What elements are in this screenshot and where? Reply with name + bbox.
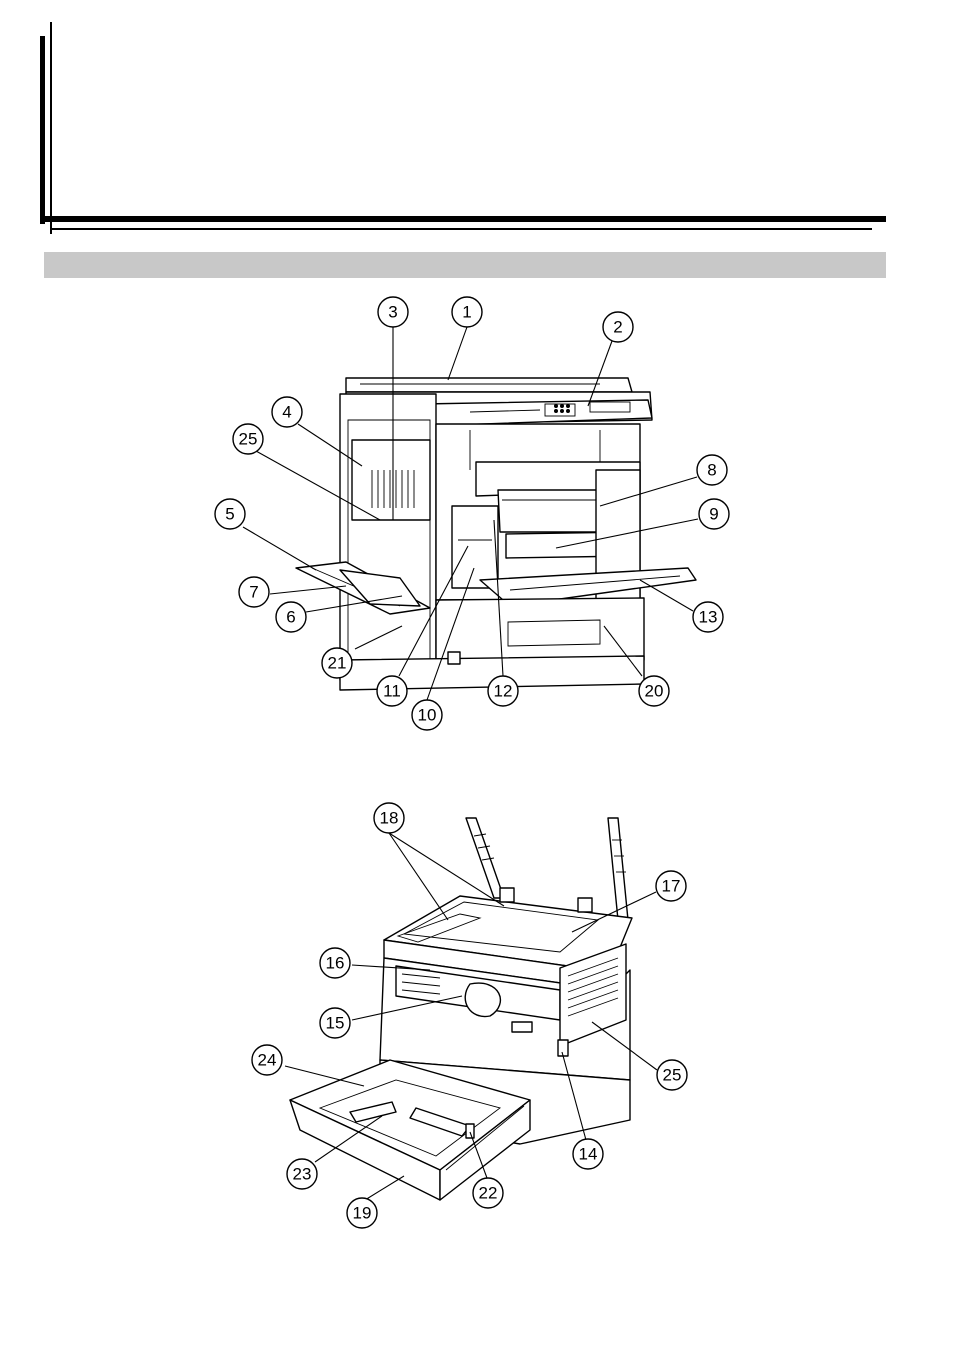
copier-open-view-drawing <box>289 817 633 1201</box>
callout-20: 20 <box>638 675 670 707</box>
callout-23: 23 <box>286 1158 318 1190</box>
callout-4: 4 <box>271 396 303 428</box>
svg-text:21: 21 <box>328 654 347 673</box>
frame-horizontal-thick-rule <box>40 216 886 222</box>
frame-horizontal-thin-rule <box>50 228 872 230</box>
callout-19: 19 <box>346 1197 378 1229</box>
svg-text:4: 4 <box>282 403 291 422</box>
svg-text:25: 25 <box>239 430 258 449</box>
callout-9: 9 <box>698 498 730 530</box>
copier-front-view-drawing <box>295 377 697 691</box>
callout-24: 24 <box>251 1044 283 1076</box>
svg-text:3: 3 <box>388 303 397 322</box>
callout-25: 25 <box>232 423 264 455</box>
callout-11: 11 <box>376 675 408 707</box>
callout-5: 5 <box>214 498 246 530</box>
svg-text:17: 17 <box>662 877 681 896</box>
svg-text:14: 14 <box>579 1145 598 1164</box>
svg-text:15: 15 <box>326 1014 345 1033</box>
callout-18: 18 <box>373 802 405 834</box>
svg-text:22: 22 <box>479 1184 498 1203</box>
callout-14: 14 <box>572 1138 604 1170</box>
callout-1: 1 <box>451 296 483 328</box>
callout-17: 17 <box>655 870 687 902</box>
svg-text:1: 1 <box>462 303 471 322</box>
leader-lines <box>242 326 699 1201</box>
svg-text:13: 13 <box>699 608 718 627</box>
svg-text:11: 11 <box>383 682 401 701</box>
callout-21: 21 <box>321 647 353 679</box>
callout-16: 16 <box>319 947 351 979</box>
svg-text:9: 9 <box>709 505 718 524</box>
svg-text:20: 20 <box>645 682 664 701</box>
svg-text:16: 16 <box>326 954 345 973</box>
svg-text:2: 2 <box>613 318 622 337</box>
callout-13: 13 <box>692 601 724 633</box>
svg-text:6: 6 <box>286 608 295 627</box>
svg-text:19: 19 <box>353 1204 372 1223</box>
callout-25b: 25 <box>656 1059 688 1091</box>
callout-7: 7 <box>238 576 270 608</box>
callout-15: 15 <box>319 1007 351 1039</box>
svg-text:7: 7 <box>249 583 258 602</box>
frame-vertical-thick-rule <box>40 36 45 224</box>
svg-text:23: 23 <box>293 1165 312 1184</box>
callout-2: 2 <box>602 311 634 343</box>
svg-text:18: 18 <box>380 809 399 828</box>
frame-vertical-thin-rule <box>50 22 52 234</box>
svg-text:12: 12 <box>494 682 513 701</box>
callout-12: 12 <box>487 675 519 707</box>
callout-8: 8 <box>696 454 728 486</box>
svg-text:8: 8 <box>707 461 716 480</box>
callout-6: 6 <box>275 601 307 633</box>
svg-text:5: 5 <box>225 505 234 524</box>
callout-22: 22 <box>472 1177 504 1209</box>
section-heading-bar <box>44 252 886 278</box>
svg-text:24: 24 <box>258 1051 277 1070</box>
callout-10: 10 <box>411 699 443 731</box>
svg-text:25: 25 <box>663 1066 682 1085</box>
callout-3: 3 <box>377 296 409 328</box>
svg-text:10: 10 <box>418 706 437 725</box>
